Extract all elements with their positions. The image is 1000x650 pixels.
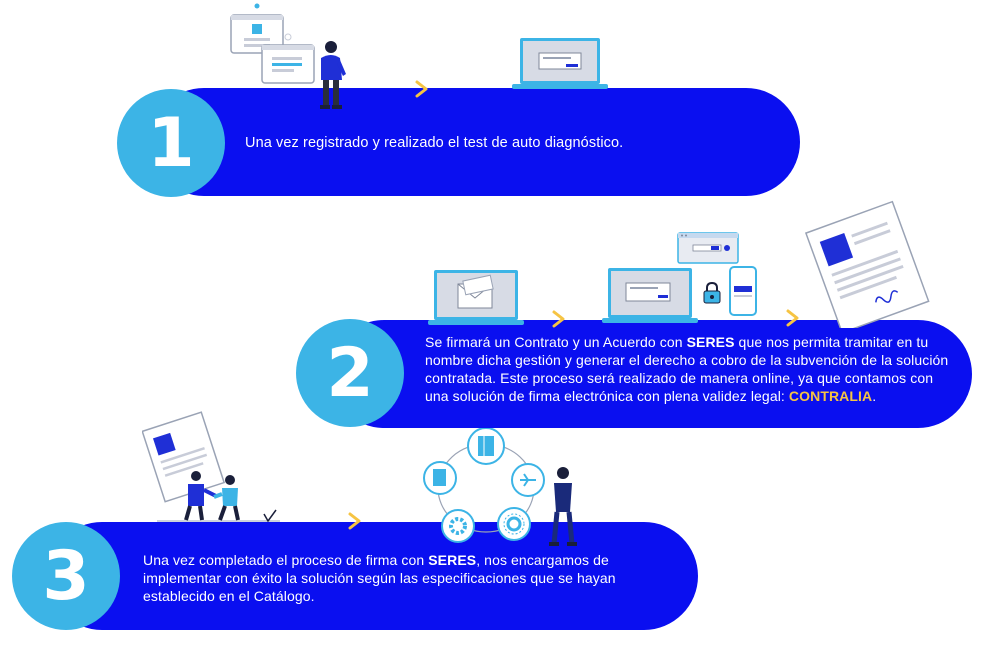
chevron-right-icon [415,80,428,98]
step-2-band [330,320,972,428]
step-3-text: Una vez completado el proceso de firma c… [143,551,673,605]
step-2-seres: SERES [686,334,735,350]
step-2-contralia: CONTRALIA [788,388,873,404]
chevron-right-icon [552,310,565,328]
chevron-right-icon [348,512,361,530]
document-handshake-illustration [142,411,280,522]
step-3-number: 3 [42,536,90,616]
step-2-number: 2 [326,333,374,413]
step-2-text-b: que nos permita tramitar en tu nombre di… [425,334,949,404]
step-1-band [150,88,800,196]
profile-windows-illustration [230,3,315,84]
chevron-right-icon [786,309,799,327]
step-1-number: 1 [147,103,195,183]
smartphone-icon [729,266,757,316]
step-3-band [48,522,698,630]
step-2-text-a: Se firmará un Contrato y un Acuerdo con [425,334,687,350]
signed-document-icon [804,200,930,328]
step-1-text: Una vez registrado y realizado el test d… [245,135,624,151]
person-standing-icon [320,41,346,109]
step-2-text: Se firmará un Contrato y un Acuerdo con … [425,333,955,405]
step-2-text-c: . [872,388,877,404]
laptop-login-icon [602,268,698,323]
step-3-text-a: Una vez completado el proceso de firma c… [143,552,429,568]
step-3-number-circle: 3 [12,522,120,630]
step-3-seres: SERES [428,552,477,568]
step-1-number-circle: 1 [117,89,225,197]
laptop-envelope-icon [428,270,524,325]
step-2-number-circle: 2 [296,319,404,427]
laptop-form-icon [512,38,608,89]
step-3-text-b: , nos encargamos de implementar con éxit… [143,552,616,604]
lock-icon [703,281,721,304]
process-cycle-illustration [423,428,577,546]
browser-window-icon [677,232,739,264]
